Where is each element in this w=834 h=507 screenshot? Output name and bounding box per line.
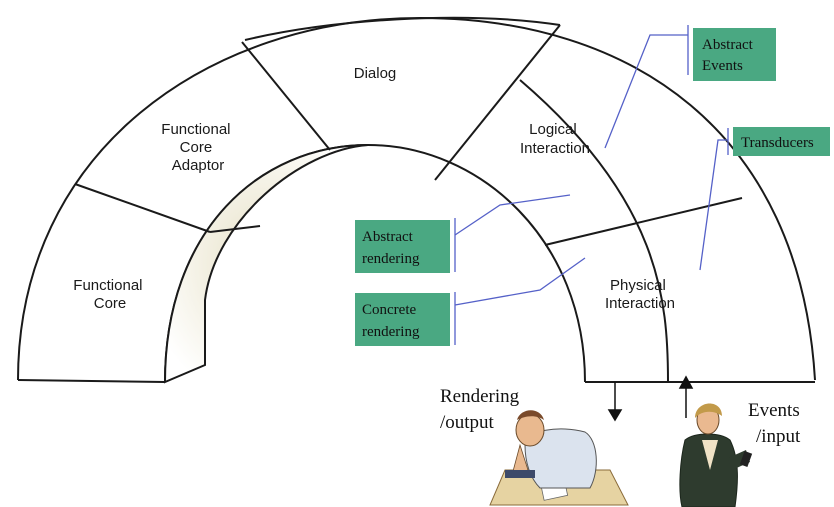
divider-dialog-logical bbox=[434, 24, 561, 181]
label-rendering-output: Rendering /output bbox=[440, 386, 524, 433]
svg-text:Transducers: Transducers bbox=[741, 135, 814, 151]
connector-abstract-events bbox=[604, 34, 688, 149]
connector-transducers bbox=[699, 139, 728, 271]
segment-label-functional-core-adaptor: Functional Core Adaptor bbox=[161, 121, 234, 174]
arch-inner-face bbox=[163, 144, 369, 384]
output-arrow bbox=[607, 382, 623, 422]
input-arrow bbox=[678, 375, 694, 418]
arch-left-base bbox=[17, 379, 166, 383]
svg-text:Abstract Events: Abstract Events bbox=[702, 37, 757, 74]
label-events-input: Events /input bbox=[748, 400, 804, 447]
segment-label-logical-interaction: Logical Interaction bbox=[520, 121, 590, 157]
svg-text:Abstract rendering: Abstract rendering bbox=[362, 229, 420, 267]
segment-label-physical-interaction: Physical Interaction bbox=[605, 277, 675, 312]
divider-adaptor-dialog bbox=[241, 41, 331, 151]
segment-label-dialog: Dialog bbox=[354, 65, 397, 82]
woman-with-phone-illustration bbox=[679, 403, 753, 507]
callout-abstract-events: Abstract Events bbox=[693, 28, 776, 81]
segment-label-functional-core: Functional Core bbox=[73, 277, 146, 312]
callout-concrete-rendering: Concrete rendering bbox=[355, 293, 450, 346]
arch-right-foot bbox=[519, 79, 669, 383]
divider-inner-left bbox=[209, 225, 261, 233]
person-at-desk-illustration bbox=[489, 410, 629, 506]
callout-connectors bbox=[454, 25, 729, 345]
connector-abstract-rendering bbox=[454, 194, 571, 236]
connector-concrete-rendering bbox=[454, 257, 586, 306]
callout-abstract-rendering: Abstract rendering bbox=[355, 220, 450, 273]
arch-back-edge bbox=[244, 16, 561, 41]
callout-transducers: Transducers bbox=[733, 127, 830, 156]
svg-text:Concrete rendering: Concrete rendering bbox=[362, 302, 420, 340]
divider-core-adaptor bbox=[74, 183, 211, 233]
arch-body bbox=[17, 16, 816, 384]
